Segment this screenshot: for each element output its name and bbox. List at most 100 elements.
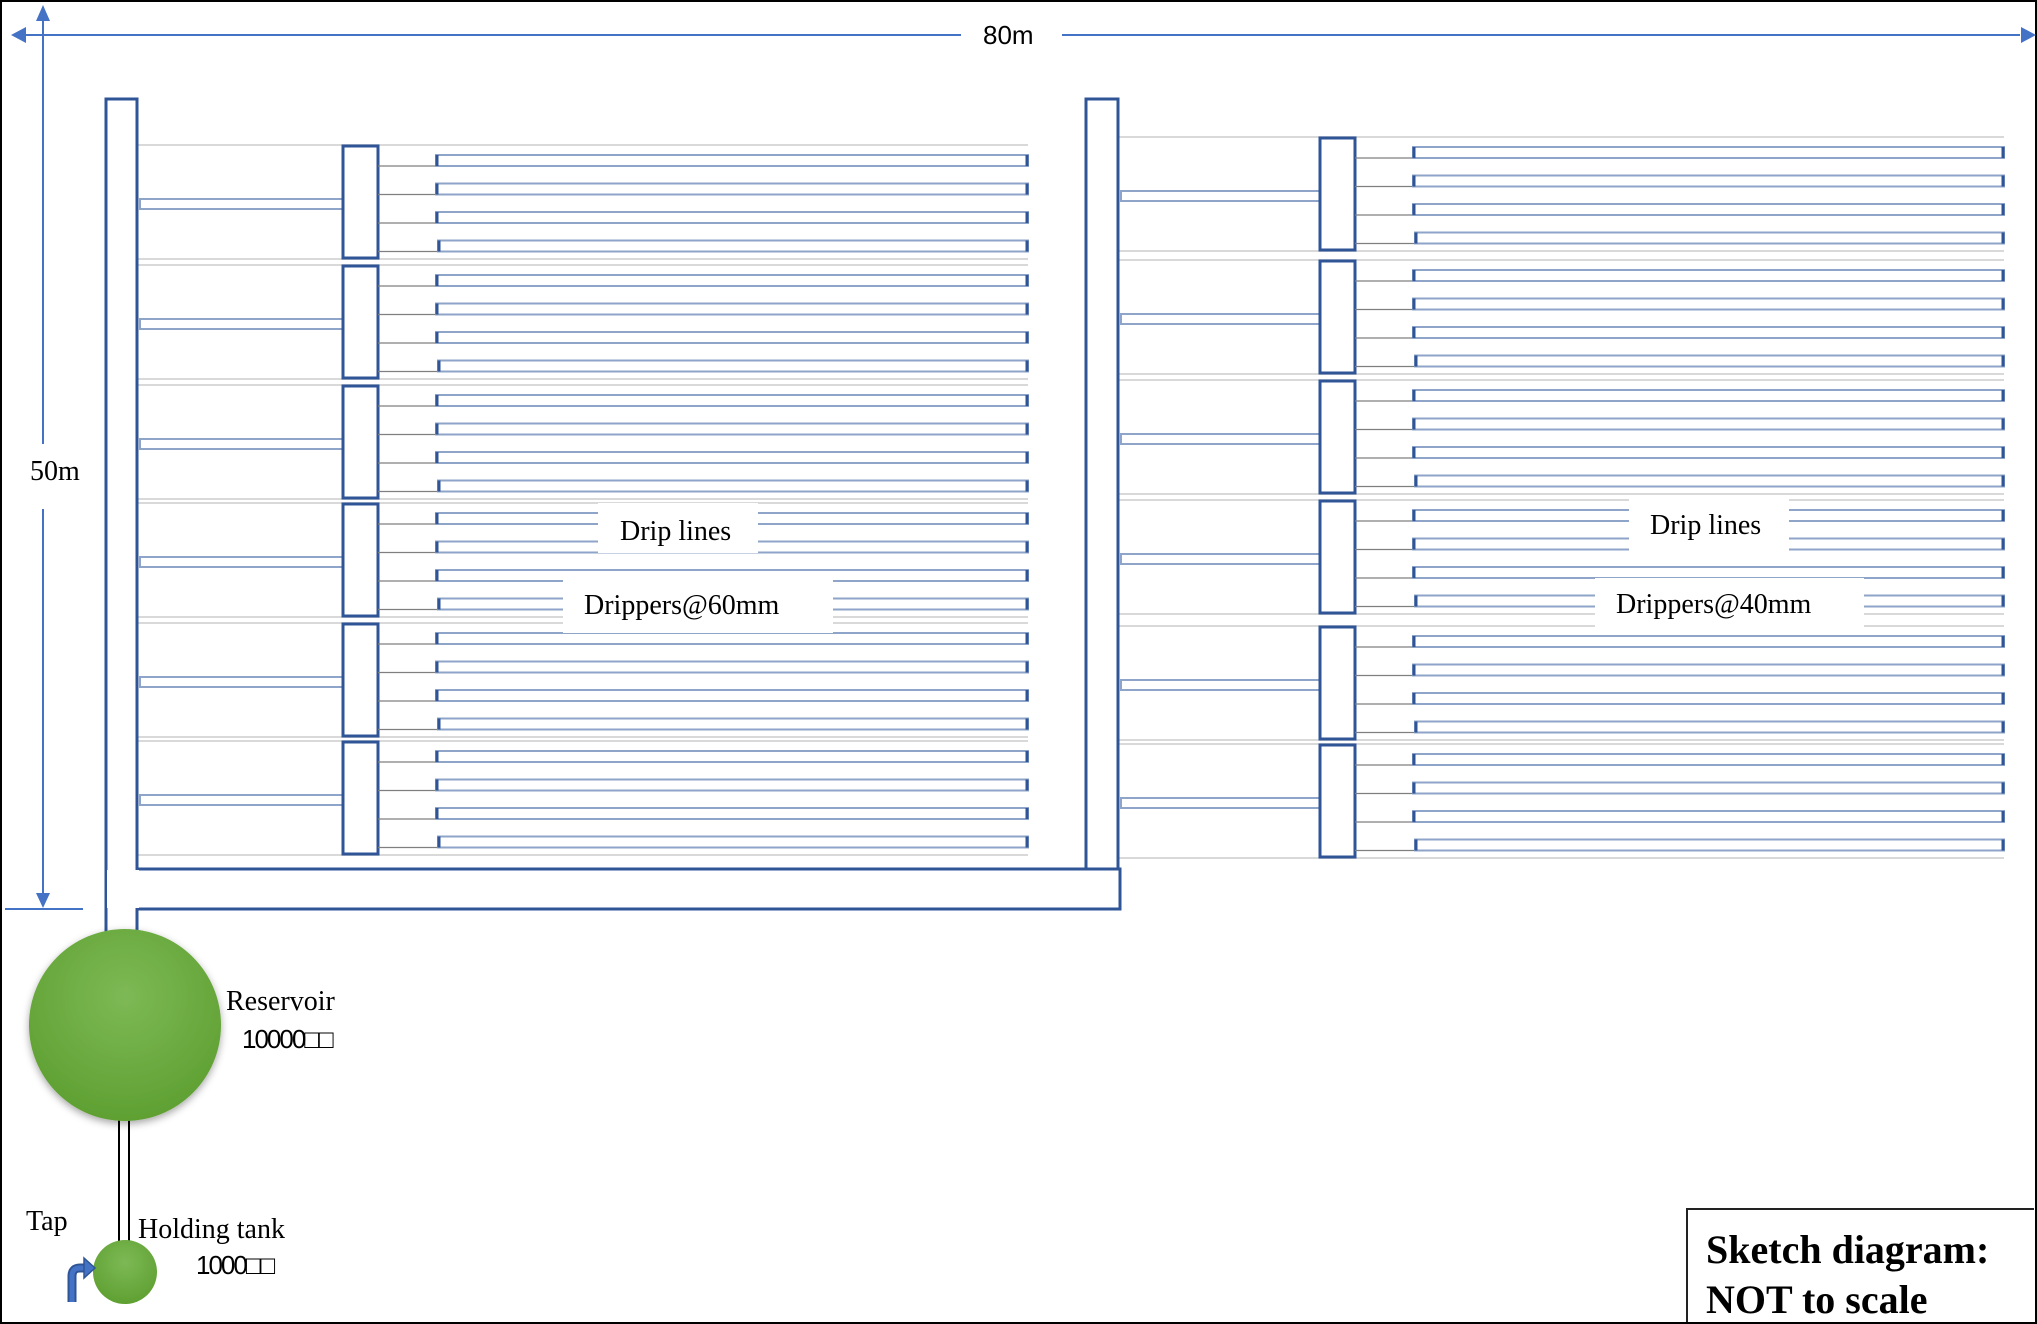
lateral-pipe	[139, 438, 344, 450]
field-block	[137, 384, 1029, 500]
drip-line	[1412, 781, 2005, 795]
left-drip-lines-label: Drip lines	[620, 516, 732, 547]
left-drippers-spacing-label: Drippers@60mm	[584, 590, 780, 621]
reservoir-tank	[29, 929, 221, 1121]
field-block	[137, 622, 1029, 738]
field-block	[137, 740, 1029, 856]
drip-line	[1412, 663, 2005, 677]
field-block	[1118, 136, 2005, 252]
right-drip-lines-label: Drip lines	[1650, 510, 1762, 541]
holding-tank-capacity: 1000□□	[196, 1250, 275, 1280]
drip-line	[1412, 446, 2005, 459]
drip-line	[435, 182, 1029, 196]
field-block	[1118, 743, 2005, 859]
lateral-pipe	[1120, 313, 1321, 325]
lateral-pipe	[139, 676, 344, 688]
note-line-2: NOT to scale	[1706, 1277, 1928, 1322]
drip-line	[1412, 417, 2005, 431]
right-drippers-spacing-label: Drippers@40mm	[1616, 589, 1812, 620]
drip-line	[1412, 753, 2005, 766]
submain-pipe	[341, 144, 380, 260]
drip-line	[1414, 354, 2005, 368]
lateral-pipe	[1120, 679, 1321, 691]
drip-line	[435, 302, 1029, 316]
tap-label: Tap	[26, 1206, 68, 1237]
lateral-pipe	[1120, 433, 1321, 445]
drip-line	[1412, 203, 2005, 216]
lateral-pipe	[139, 556, 344, 568]
drip-line	[1412, 566, 2005, 579]
drip-line	[435, 274, 1029, 287]
arrowhead-down-icon	[36, 893, 50, 908]
lateral-pipe	[139, 794, 344, 806]
width-dimension-arrow	[11, 27, 2036, 43]
arrowhead-left-icon	[11, 27, 26, 43]
lateral-pipe	[1120, 797, 1321, 809]
submain-pipe	[1318, 136, 1357, 252]
drip-line	[1412, 146, 2005, 159]
field-block	[137, 264, 1029, 380]
drip-line	[1412, 810, 2005, 823]
arrowhead-right-icon	[2021, 27, 2036, 43]
submain-pipe	[341, 264, 380, 380]
submain-pipe	[1318, 379, 1357, 495]
drip-line	[437, 717, 1029, 731]
field-block	[137, 144, 1029, 260]
arrowhead-up-icon	[36, 5, 50, 21]
lateral-pipe	[139, 198, 344, 210]
drip-line	[437, 479, 1029, 493]
lateral-pipe	[1120, 190, 1321, 202]
submain-pipe	[341, 740, 380, 856]
drip-line	[1412, 297, 2005, 311]
drip-line	[435, 451, 1029, 464]
drip-line	[435, 807, 1029, 820]
drip-line	[1414, 231, 2005, 245]
drip-line	[1414, 720, 2005, 734]
height-dimension-label: 50m	[30, 456, 80, 487]
height-dimension-arrow	[5, 5, 83, 910]
holding-tank	[93, 1240, 157, 1304]
drip-line	[1412, 389, 2005, 402]
drip-line	[437, 359, 1029, 373]
field-block	[1118, 259, 2005, 375]
drip-line	[435, 211, 1029, 224]
submain-pipe	[341, 622, 380, 738]
right-field-blocks	[1118, 136, 2005, 859]
drip-line	[435, 422, 1029, 436]
field-block	[1118, 499, 2005, 615]
reservoir-capacity: 10000□□	[242, 1024, 334, 1054]
left-field-blocks	[137, 144, 1029, 856]
drip-line	[1412, 692, 2005, 705]
drip-line	[1412, 174, 2005, 188]
width-dimension-label: 80m	[983, 20, 1034, 50]
drip-line	[435, 331, 1029, 344]
not-to-scale-note: Sketch diagram: NOT to scale	[1686, 1208, 2034, 1322]
main-pipe-left	[104, 97, 139, 937]
field-block	[1118, 625, 2005, 741]
drip-line	[435, 154, 1029, 167]
drip-line	[435, 660, 1029, 674]
drip-line	[435, 689, 1029, 702]
submain-pipe	[1318, 499, 1357, 615]
lateral-pipe	[139, 318, 344, 330]
submain-pipe	[341, 384, 380, 500]
submain-pipe	[1318, 743, 1357, 859]
drip-line	[1412, 269, 2005, 282]
submain-pipe	[1318, 259, 1357, 375]
drip-line	[435, 632, 1029, 645]
note-line-1: Sketch diagram:	[1706, 1227, 1990, 1272]
drip-line	[437, 239, 1029, 253]
drip-line	[437, 835, 1029, 849]
main-pipe-middle	[1084, 97, 1120, 871]
drip-line	[435, 750, 1029, 763]
tap-arrow-icon	[67, 1256, 97, 1302]
drip-line	[1414, 838, 2005, 852]
field-block	[1118, 379, 2005, 495]
holding-tank-label: Holding tank	[138, 1214, 285, 1245]
drip-line	[1414, 474, 2005, 488]
submain-pipe	[1318, 625, 1357, 741]
drip-line	[435, 394, 1029, 407]
reservoir-to-tank-pipe	[118, 1115, 130, 1242]
